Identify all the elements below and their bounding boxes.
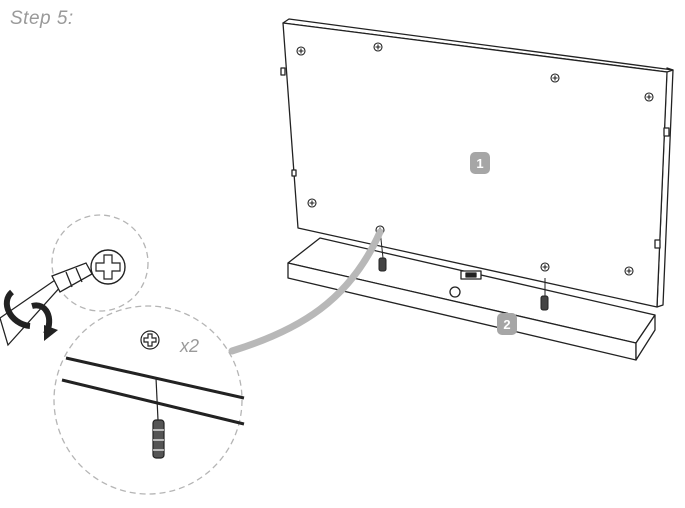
panel-screw-icon [373,42,383,52]
small-phillips-screw-icon [140,330,160,350]
panel-screw-icon [624,266,634,276]
edge-bump [291,169,297,177]
panel-screw-icon [550,73,560,83]
part-badge-1-label: 1 [476,156,483,171]
screw-detail: x2 [53,305,245,495]
step-title: Step 5: [10,8,74,29]
panel-screw-icon [307,198,317,208]
part-badge-1: 1 [470,152,490,174]
panel-screw-icon [540,262,550,272]
screwdriver-detail [0,214,149,347]
panel-screws [296,42,654,276]
cam-bolt-icon [152,377,165,459]
panel-screw-icon [644,92,654,102]
edge-bump [663,127,670,137]
detail-board-line-top [65,356,245,400]
panel-screw-icon [296,46,306,56]
base-board-side [635,314,656,361]
panel-latch-slot [465,272,477,278]
rotate-arrowhead [44,325,58,341]
screwdriver-icon [0,262,93,347]
part-badge-2: 2 [497,313,517,335]
edge-bump [280,67,286,76]
part-badge-2-label: 2 [503,317,510,332]
detail-board-line-bottom [61,378,245,426]
dowel-left [378,229,387,272]
dowel-right [540,278,549,311]
detail-leader-line [228,228,384,355]
edge-bump [654,239,661,249]
screw-quantity: x2 [179,336,199,356]
base-center-hole [449,286,461,298]
phillips-screw-head-icon [90,249,126,285]
